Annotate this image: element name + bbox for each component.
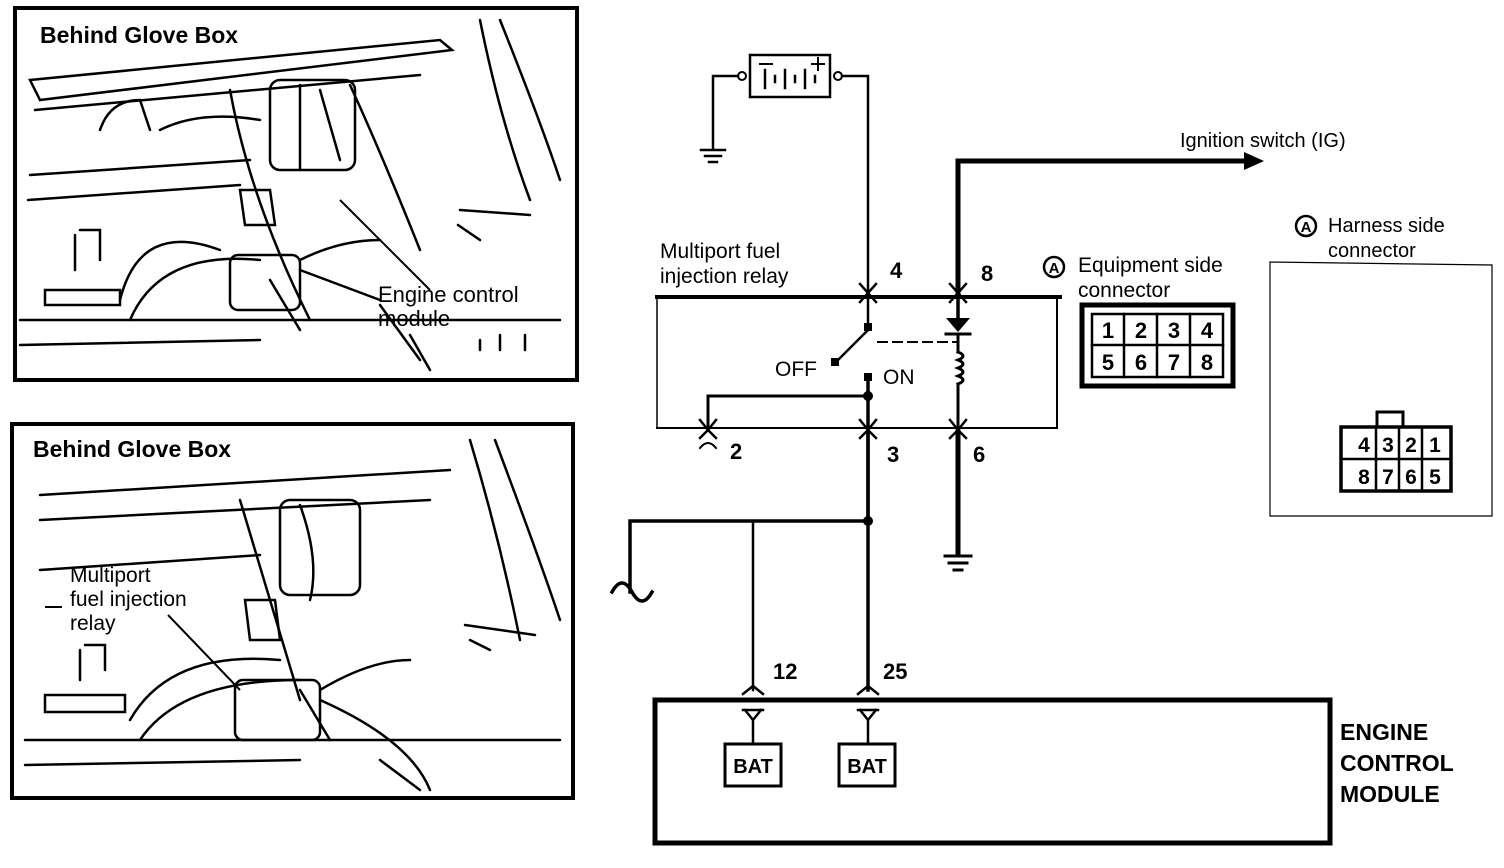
harness-marker-circle: [1294, 214, 1318, 238]
ecm-pin-12: 12: [773, 659, 797, 684]
ecm-pin-25: 25: [883, 659, 907, 684]
harness-pin-2: 2: [1405, 434, 1417, 457]
schematic-labels: Ignition switch (IG) Multiport fuel inje…: [660, 130, 1454, 807]
harness-pin-3: 3: [1382, 434, 1394, 457]
battery-symbol: [737, 53, 843, 99]
ecm-callout-leader: [339, 199, 431, 291]
equipment-pin-6: 6: [1135, 350, 1147, 375]
ecm-callout-line1: Engine control: [378, 282, 519, 307]
engine-control-module-box: [652, 684, 1333, 846]
equipment-pin-3: 3: [1168, 318, 1180, 343]
pin2-wire: [706, 394, 870, 430]
bat-box-left: [723, 742, 783, 788]
relay-callout-line3: relay: [70, 612, 116, 635]
ground-symbol-relay: [943, 554, 973, 572]
equipment-marker-circle: [1042, 255, 1066, 279]
photo-panel-top: Behind Glove Box Engine control module: [13, 6, 579, 382]
equipment-pin-4: 4: [1201, 318, 1214, 343]
relay-label-line2: injection relay: [660, 265, 789, 288]
relay-pin-4: 4: [890, 258, 903, 283]
engine-control-module-illustration: [18, 18, 562, 372]
bat-label-right: BAT: [847, 756, 887, 778]
equipment-pin-5: 5: [1102, 350, 1114, 375]
equipment-pin-2: 2: [1135, 318, 1147, 343]
relay-pin-2: 2: [730, 439, 742, 464]
ground-symbol-battery: [699, 148, 727, 164]
harness-connector-panel: [1269, 261, 1493, 517]
harness-pin-7: 7: [1382, 466, 1394, 489]
switch-off-label: OFF: [775, 358, 817, 381]
harness-marker: A: [1301, 219, 1312, 236]
harness-pin-6: 6: [1405, 466, 1417, 489]
relay-callout-leader: [167, 614, 241, 691]
relay-callout-line2: fuel injection: [70, 588, 187, 611]
harness-label-line1: Harness side: [1328, 215, 1445, 237]
harness-label-line2: connector: [1328, 240, 1416, 262]
photo-bottom-title: Behind Glove Box: [33, 436, 231, 462]
schematic: [609, 53, 1493, 846]
battery-neg-wire: [711, 74, 740, 150]
fuel-injection-relay-illustration: [23, 438, 562, 792]
ignition-switch-label: Ignition switch (IG): [1180, 130, 1346, 152]
relay-pin-3: 3: [887, 442, 899, 467]
ecm-callout-line2: module: [378, 306, 450, 331]
harness-pin-1: 1: [1429, 434, 1441, 457]
switch-on-label: ON: [883, 366, 915, 389]
photo-panel-bottom: Behind Glove Box Multiport fuel injectio…: [10, 422, 575, 800]
ignition-arrow: [1244, 152, 1264, 170]
harness-pin-8: 8: [1358, 466, 1370, 489]
equipment-label-line1: Equipment side: [1078, 254, 1223, 277]
harness-pin-5: 5: [1429, 466, 1441, 489]
relay-coil-diode: [944, 298, 972, 558]
equipment-marker: A: [1049, 260, 1060, 277]
equipment-pin-7: 7: [1168, 350, 1180, 375]
relay-pin-6: 6: [973, 442, 985, 467]
ecm-label-line2: CONTROL: [1340, 750, 1454, 776]
relay-switch: [831, 298, 959, 526]
equipment-label-line2: connector: [1078, 279, 1170, 302]
photo-top-title: Behind Glove Box: [40, 22, 238, 48]
ecm-label-line1: ENGINE: [1340, 719, 1428, 745]
pin2-open-end: [698, 442, 718, 450]
branch-wire: [628, 519, 870, 594]
ecm-label-line3: MODULE: [1340, 781, 1440, 807]
relay-pin-8: 8: [981, 261, 993, 286]
fuel-injection-relay-box: [655, 295, 1062, 429]
equipment-pin-1: 1: [1102, 318, 1114, 343]
bat-box-right: [837, 742, 897, 788]
ignition-feed-wire: [955, 158, 1248, 298]
relay-callout-line1: Multiport: [70, 564, 151, 587]
relay-label-line1: Multiport fuel: [660, 240, 780, 263]
bat-label-left: BAT: [733, 756, 773, 778]
equipment-pin-8: 8: [1201, 350, 1213, 375]
battery-pos-wire: [840, 74, 870, 297]
equipment-connector-grid: [1079, 302, 1236, 389]
wire-break-symbol: [609, 581, 655, 603]
harness-pin-4: 4: [1358, 434, 1370, 457]
